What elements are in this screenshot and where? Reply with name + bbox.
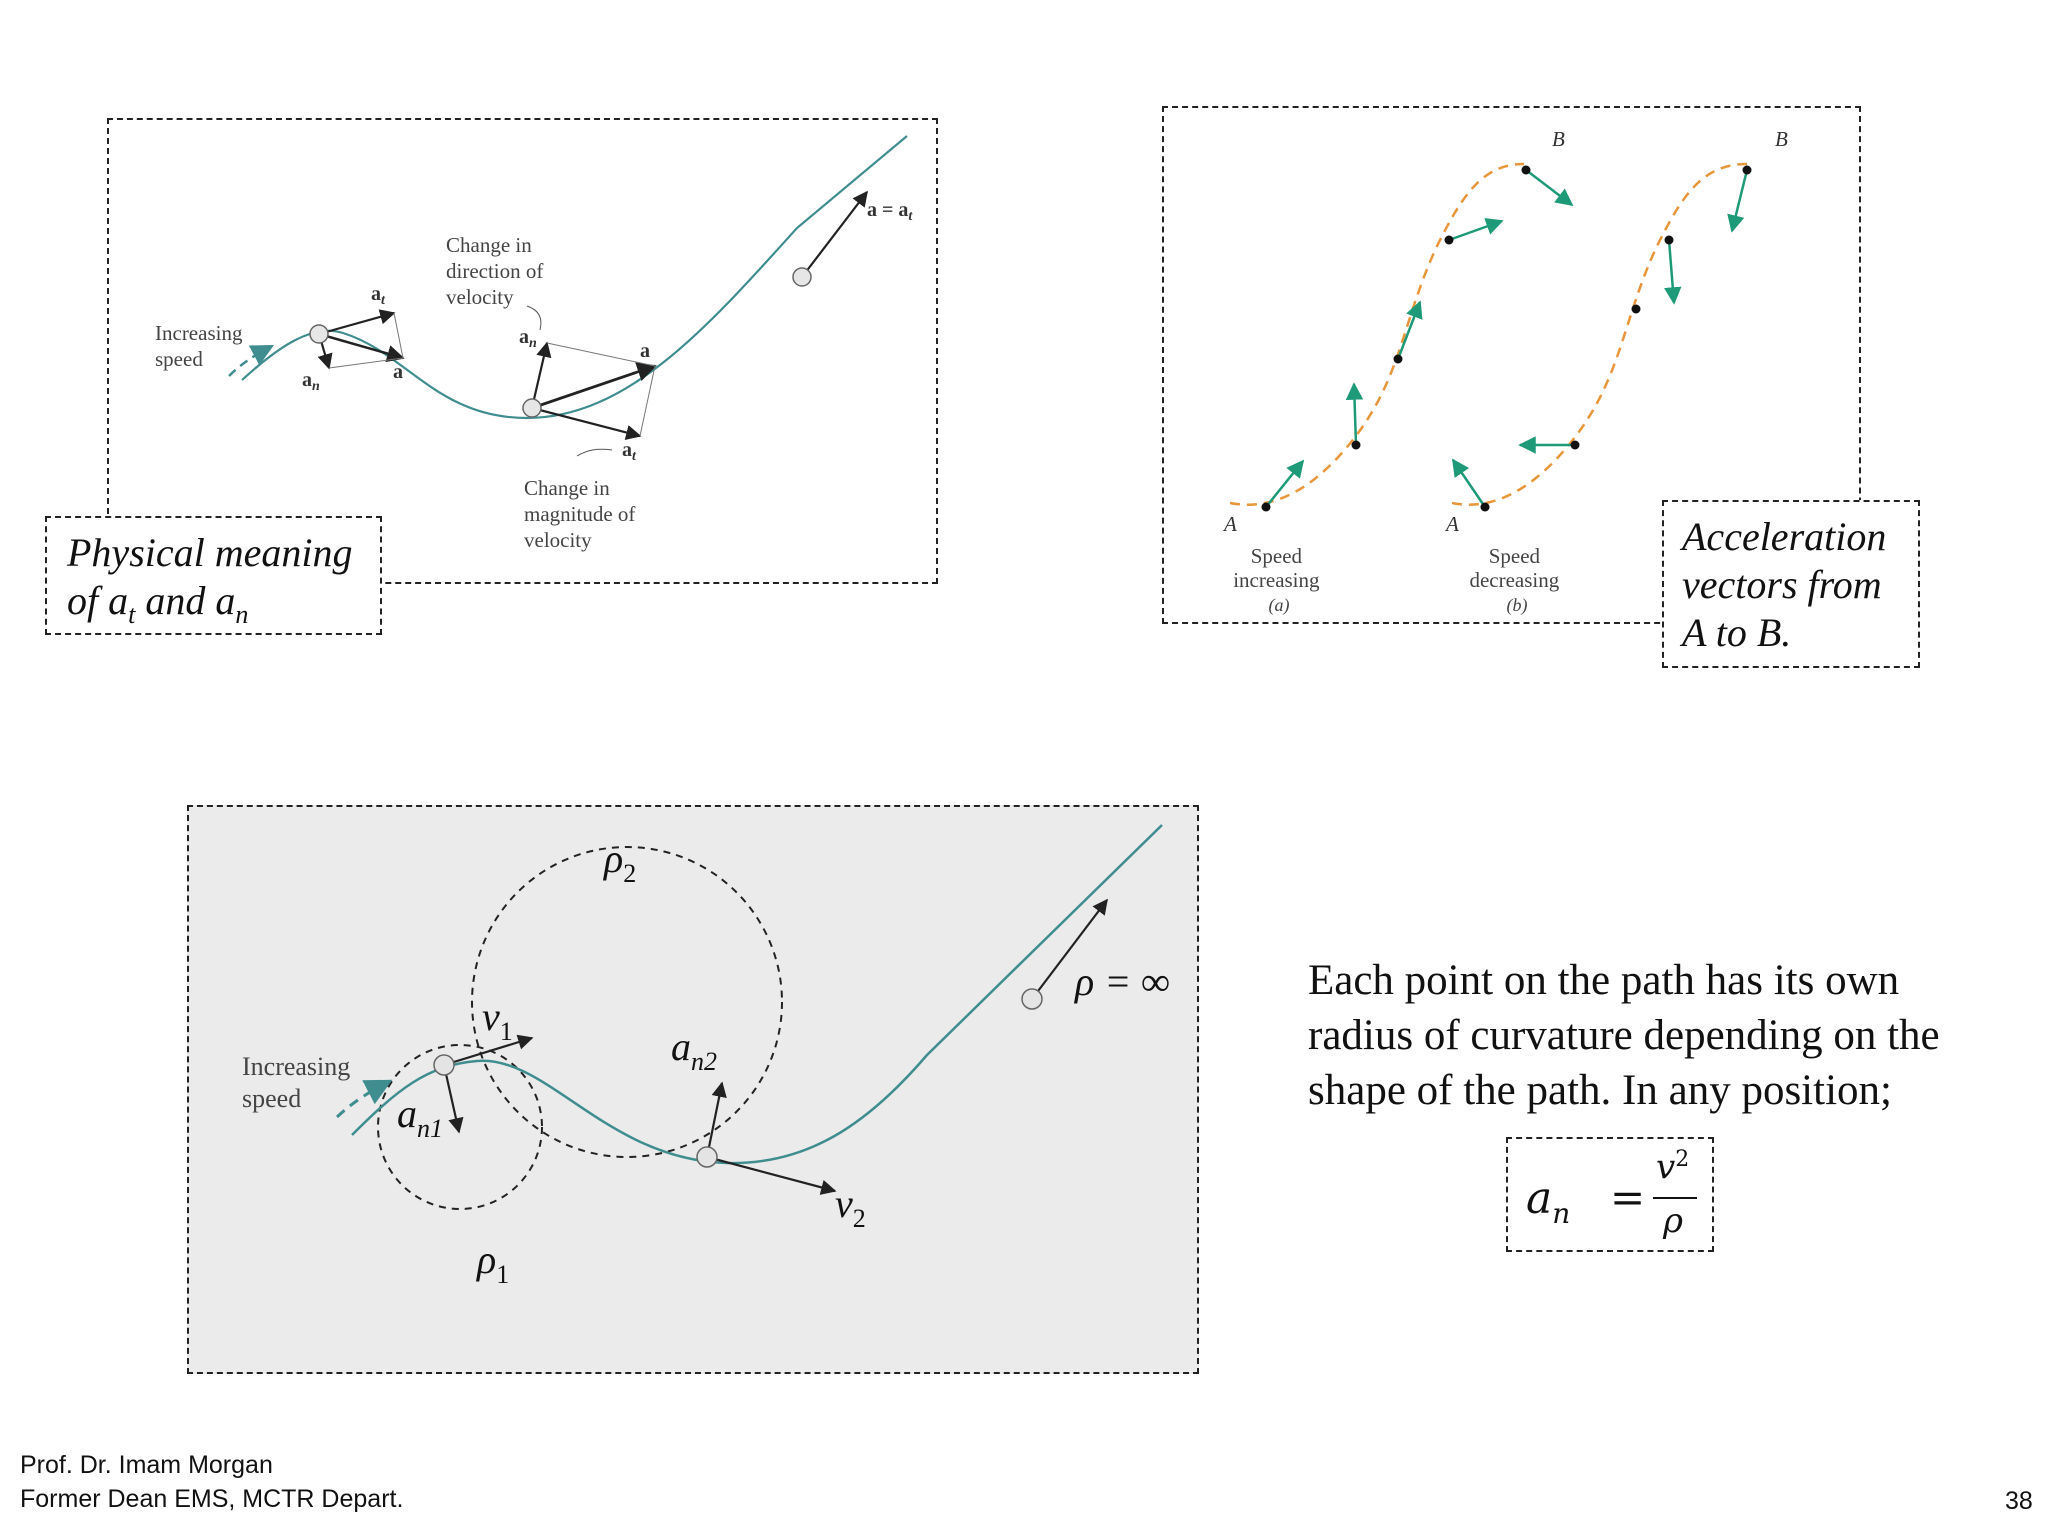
curvature-explanation: Each point on the path has its own radiu…: [1308, 953, 2028, 1118]
fig3-label-v2: v2: [835, 1181, 866, 1233]
fig2-label-B-a: B: [1552, 127, 1565, 151]
paragraph-line-2: radius of curvature depending on the: [1308, 1012, 1940, 1059]
fig2-panel-b-label: Speed decreasing (b): [1469, 544, 1564, 616]
fig2-caption-line3: A to B.: [1682, 610, 1792, 655]
formula-lhs: an: [1526, 1173, 1571, 1230]
fig3-label-v1: v1: [482, 994, 513, 1046]
fig3-increasing-speed-arrow: [335, 1079, 393, 1119]
footer-author: Prof. Dr. Imam Morgan Former Dean EMS, M…: [20, 1448, 403, 1516]
fig1-label-a-2: a: [640, 340, 650, 362]
fig3-label-rho1: ρ1: [475, 1237, 509, 1289]
fig3-label-an1: an1: [397, 1091, 443, 1143]
fig2-label-A-b: A: [1444, 512, 1459, 536]
figure-3-frame: [187, 805, 1199, 1374]
footer-line-1: Prof. Dr. Imam Morgan: [20, 1451, 273, 1479]
fig1-particle-2: [522, 398, 542, 418]
fig1-label-a-1: a: [393, 361, 403, 383]
fig3-particle-3: [1021, 988, 1043, 1010]
formula-box: [1506, 1137, 1714, 1252]
fig1-particle-3: [792, 267, 812, 287]
figure-2-frame: [1162, 106, 1861, 624]
figure-2-caption-box: [1662, 500, 1920, 668]
fig3-path-curve: [351, 824, 1163, 1165]
fig2-path-a: [1229, 162, 1525, 506]
figure-1-frame: [107, 118, 938, 584]
fig1-caption-line1: Physical meaning: [67, 530, 353, 575]
fig1-label-at-2: at: [622, 439, 637, 464]
figure-2-caption: Acceleration vectors from A to B.: [1682, 513, 1917, 657]
figure-2-diagram: A B A B Speed increasing (a) Speed decre…: [1222, 127, 1788, 616]
fig1-label-a-eq-at: a = at: [867, 199, 913, 224]
fig2-label-A-a: A: [1222, 512, 1237, 536]
fig2-caption-line2: vectors from: [1682, 562, 1882, 607]
figure-1-caption-box: [45, 516, 382, 635]
fig3-label-rho2: ρ2: [602, 836, 636, 888]
fig2-path-b: [1451, 162, 1748, 506]
page-number: 38: [2005, 1487, 2033, 1515]
fig3-circle-rho2: [471, 846, 783, 1158]
fig3-label-an2: an2: [671, 1024, 717, 1076]
formula-fraction-bar: [1653, 1197, 1697, 1199]
figure-1-caption: Physical meaning of at and an: [67, 529, 387, 639]
fig2-label-B-b: B: [1775, 127, 1788, 151]
normal-acceleration-formula: an = v2 ρ: [1526, 1147, 1706, 1247]
formula-denominator: ρ: [1663, 1201, 1683, 1241]
fig1-label-an-2: an: [519, 326, 537, 351]
fig2-panel-a-label: Speed increasing (a): [1233, 544, 1325, 616]
footer-line-2: Former Dean EMS, MCTR Depart.: [20, 1485, 404, 1513]
formula-numerator: v2: [1656, 1147, 1690, 1188]
paragraph-line-3: shape of the path. In any position;: [1308, 1067, 1892, 1114]
fig3-particle-1: [433, 1054, 455, 1076]
fig1-particle-1: [309, 324, 329, 344]
fig2-panel-a-vectors: [1261, 165, 1574, 512]
fig1-label-at-1: at: [371, 283, 386, 308]
fig1-increasing-speed-arrow: [228, 344, 274, 377]
fig3-circle-rho1: [377, 1044, 543, 1210]
fig3-label-rho-infinity: ρ = ∞: [1073, 959, 1170, 1004]
fig1-label-an-1: an: [302, 369, 320, 394]
paragraph-line-1: Each point on the path has its own: [1308, 957, 1900, 1004]
fig3-particle-2: [696, 1146, 718, 1168]
fig1-caption-line2: of at and an: [67, 578, 249, 629]
formula-equals: =: [1610, 1173, 1646, 1222]
fig2-panel-b-vectors: [1451, 165, 1752, 512]
fig2-caption-line1: Acceleration: [1682, 514, 1887, 559]
